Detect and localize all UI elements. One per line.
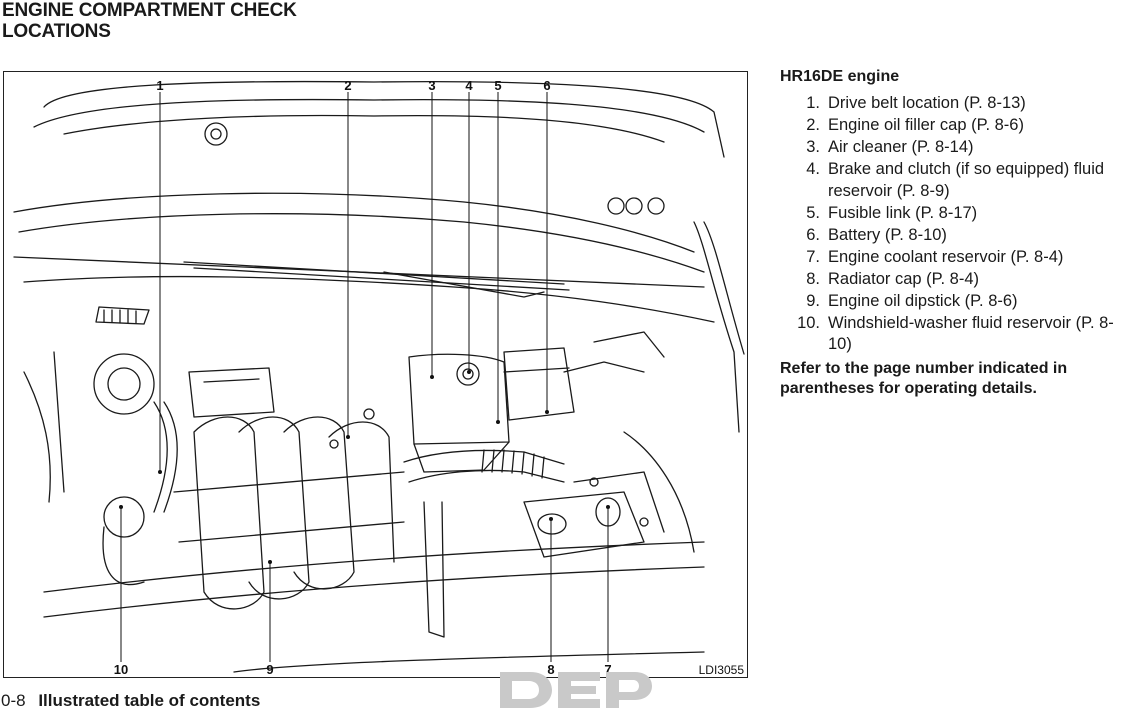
list-item: 1. Drive belt location (P. 8-13) [780,93,1136,115]
item-text: Radiator cap (P. 8-4) [828,269,980,288]
page-title-line-2: LOCATIONS [2,21,111,42]
item-text: Fusible link (P. 8-17) [828,203,978,222]
callout-2: 2 [344,78,351,93]
callout-9: 9 [266,662,273,677]
list-item: 8. Radiator cap (P. 8-4) [780,269,1136,291]
callout-10: 10 [114,662,128,677]
list-item: 7. Engine coolant reservoir (P. 8-4) [780,247,1136,269]
page-title-line-1: ENGINE COMPARTMENT CHECK [2,0,297,21]
item-text: Drive belt location (P. 8-13) [828,94,1026,112]
callout-3: 3 [428,78,435,93]
engine-heading: HR16DE engine [780,68,900,85]
item-text: Engine oil dipstick (P. 8-6) [828,291,1018,310]
item-text: Air cleaner (P. 8-14) [828,138,974,156]
item-number: 3. [806,138,820,156]
callout-8: 8 [547,662,554,677]
item-text: Engine oil filler cap (P. 8-6) [828,116,1024,134]
reference-note: Refer to the page number indicated in pa… [780,359,1068,397]
item-number: 5. [806,203,820,222]
item-text: Engine coolant reservoir (P. 8-4) [828,247,1064,266]
list-item: 2. Engine oil filler cap (P. 8-6) [780,115,1136,137]
list-item: 4. Brake and clutch (if so equipped) flui… [780,159,1136,202]
item-number: 8. [806,269,820,288]
list-item: 3. Air cleaner (P. 8-14) [780,137,1136,159]
page-footer: 0-8 Illustrated table of contents [1,691,260,711]
list-item: 5. Fusible link (P. 8-17) [780,203,1136,225]
list-item: 10. Windshield-washer fluid reservoir (P.… [780,313,1136,356]
parts-list: 1. Drive belt location (P. 8-13) 2. Engine… [780,93,1136,356]
item-text: Battery (P. 8-10) [828,225,947,244]
item-text: Windshield-washer fluid reservoir (P. 8-… [828,313,1114,354]
callout-4: 4 [465,78,473,93]
callout-7: 7 [604,662,611,677]
list-item: 9. Engine oil dipstick (P. 8-6) [780,291,1136,313]
callout-6: 6 [543,78,550,93]
engine-illustration: 1 2 3 4 5 6 10 9 8 7 LDI3055 [13,78,745,677]
item-number: 10. [797,313,820,332]
item-number: 7. [806,247,820,266]
callout-1: 1 [156,78,163,93]
item-number: 6. [806,225,820,244]
page-title: ENGINE COMPARTMENT CHECK LOCATIONS [2,0,297,42]
item-number: 2. [806,116,820,134]
item-number: 4. [806,160,820,178]
item-number: 1. [806,94,820,112]
figure-code: LDI3055 [699,663,745,677]
list-item: 6. Battery (P. 8-10) [780,225,1136,247]
engine-compartment-diagram: 1 2 3 4 5 6 10 9 8 7 LDI3055 [3,71,748,678]
item-number: 9. [806,291,820,310]
parts-description: HR16DE engine 1. Drive belt location (P. … [780,67,1136,399]
callout-5: 5 [494,78,501,93]
page-number: 0-8 [1,691,26,710]
item-text: Brake and clutch (if so equipped) fluid … [828,160,1105,200]
watermark-logo [500,672,652,708]
section-name: Illustrated table of contents [38,691,261,710]
